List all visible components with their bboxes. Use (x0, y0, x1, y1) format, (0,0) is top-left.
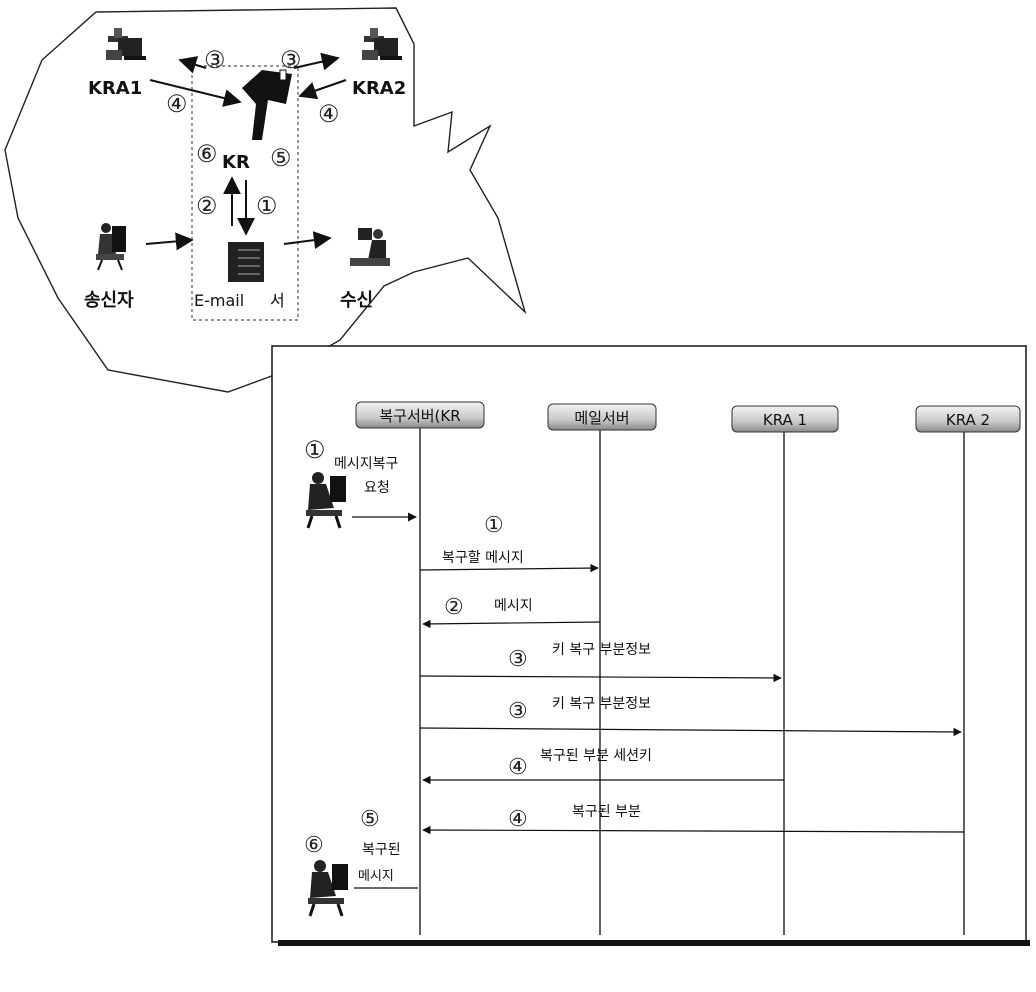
participant-label: KRA 2 (946, 411, 990, 429)
overview-bubble: KRA1 KRA2 KR E-mail 서 송신자 (5, 8, 525, 392)
step-marker: ④ (166, 90, 188, 118)
message-label: 복구된 부분 세션키 (540, 748, 652, 764)
message-marker: ② (444, 595, 464, 620)
user-request-marker: ① (304, 436, 326, 464)
message-marker: ④ (508, 755, 528, 780)
message-label: 키 복구 부분정보 (552, 696, 651, 712)
step-marker: ③ (204, 46, 226, 74)
message-label: 키 복구 부분정보 (552, 642, 651, 658)
participant-label: KRA 1 (763, 411, 807, 429)
user-request-line2: 요청 (364, 480, 390, 496)
email-server-label: E-mail (194, 291, 244, 310)
message-label: 복구된 부분 (572, 804, 641, 820)
message-label: 복구할 메시지 (442, 550, 524, 566)
receiver-label: 수신 (340, 290, 373, 311)
step-marker: ③ (280, 46, 302, 74)
email-server-suffix: 서 (270, 291, 285, 310)
participant-box-kr: 복구서버(KR (356, 402, 484, 428)
step-marker: ④ (318, 100, 340, 128)
sequence-frame-shadow (278, 940, 1030, 946)
user-result-marker-top: ⑤ (360, 807, 380, 832)
participant-box-kra2: KRA 2 (916, 406, 1020, 432)
step-marker: ⑤ (270, 144, 292, 172)
participant-label: 메일서버 (574, 409, 629, 427)
participant-label: 복구서버(KR (379, 407, 460, 425)
kra2-label: KRA2 (352, 78, 406, 99)
participant-box-kra1: KRA 1 (732, 406, 838, 432)
message-label: 메시지 (494, 598, 533, 614)
sequence-panel: 복구서버(KR 메일서버 KRA 1 KRA 2 ① 메시지복구 요청 (272, 346, 1030, 946)
step-marker: ② (196, 192, 218, 220)
message-marker: ④ (508, 807, 528, 832)
kr-label: KR (222, 152, 250, 173)
step-marker: ⑥ (196, 140, 218, 168)
user-result-line1: 복구된 (362, 842, 401, 858)
user-request-line1: 메시지복구 (334, 456, 399, 472)
kra1-label: KRA1 (88, 78, 142, 99)
user-result-marker-left: ⑥ (304, 833, 324, 858)
user-result-line2: 메시지 (358, 869, 394, 884)
message-marker: ③ (508, 699, 528, 724)
step-marker: ① (256, 192, 278, 220)
sender-label: 송신자 (84, 290, 134, 311)
message-marker: ③ (508, 647, 528, 672)
email-server-icon (228, 242, 264, 282)
message-marker: ① (484, 513, 504, 538)
participant-box-mailserver: 메일서버 (548, 404, 656, 430)
